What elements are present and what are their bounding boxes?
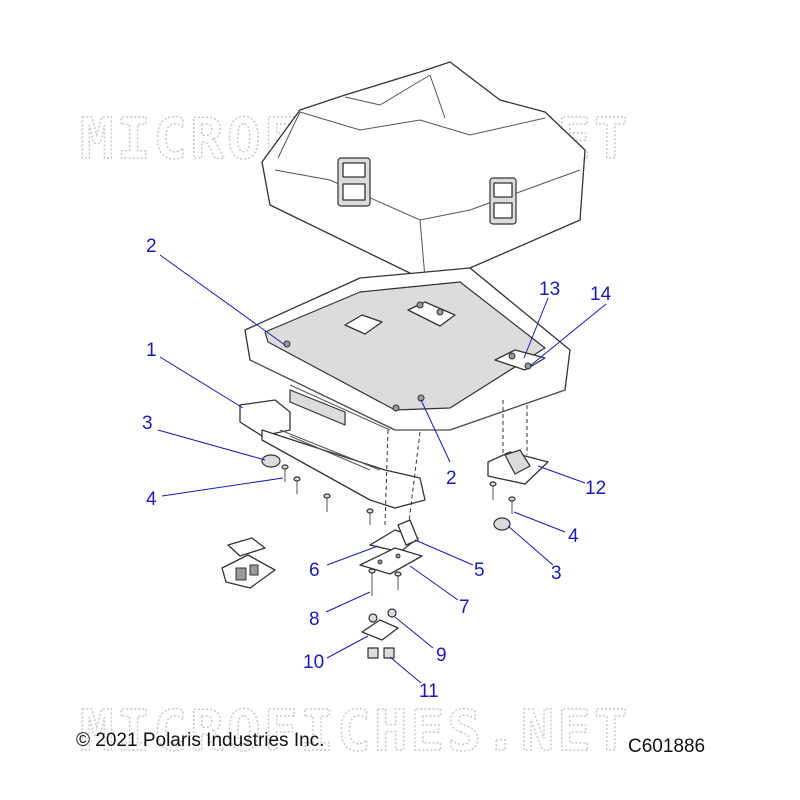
- callout-5: 5: [474, 560, 485, 581]
- bolts: [368, 568, 402, 596]
- callout-6: 6: [309, 560, 320, 581]
- mounting-rail: [239, 399, 426, 509]
- callout-3-right: 3: [551, 563, 562, 584]
- callout-4-left: 4: [146, 489, 157, 510]
- alignment-line-2: [407, 431, 421, 531]
- callout-7: 7: [459, 597, 470, 618]
- watermark-bottom: MICROFICHES.NET: [80, 699, 631, 764]
- callout-1: 1: [146, 340, 157, 361]
- bumper-left: [261, 454, 281, 468]
- callout-2-lower: 2: [446, 468, 457, 489]
- alignment-line-1: [384, 429, 389, 526]
- callout-3-left: 3: [142, 413, 153, 434]
- callouts: 2 1 3 4 2 13 14 12 4 3 6 5 7 8 9 10 11: [142, 236, 612, 702]
- callout-13: 13: [539, 279, 560, 300]
- screws-left: [281, 464, 374, 525]
- callout-8: 8: [309, 609, 320, 630]
- bumper-right: [493, 517, 511, 531]
- callout-4-right: 4: [568, 526, 579, 547]
- latch-assembly: [359, 519, 423, 575]
- drawing-code: C601886: [628, 736, 706, 757]
- callout-12: 12: [585, 478, 606, 499]
- lid-latch-left: [337, 157, 371, 207]
- lock-assembly: [221, 537, 276, 589]
- callout-9: 9: [436, 645, 447, 666]
- callout-2-upper: 2: [146, 236, 157, 257]
- bracket-right: [487, 449, 549, 500]
- callout-14: 14: [590, 284, 612, 305]
- lower-clamp: [361, 608, 399, 659]
- cargo-box-lid: [261, 61, 586, 279]
- lid-latch-right: [489, 177, 517, 225]
- cargo-box-base: [244, 267, 571, 431]
- copyright-text: © 2021 Polaris Industries Inc.: [76, 730, 325, 751]
- callout-11: 11: [419, 681, 439, 702]
- callout-10: 10: [303, 652, 324, 673]
